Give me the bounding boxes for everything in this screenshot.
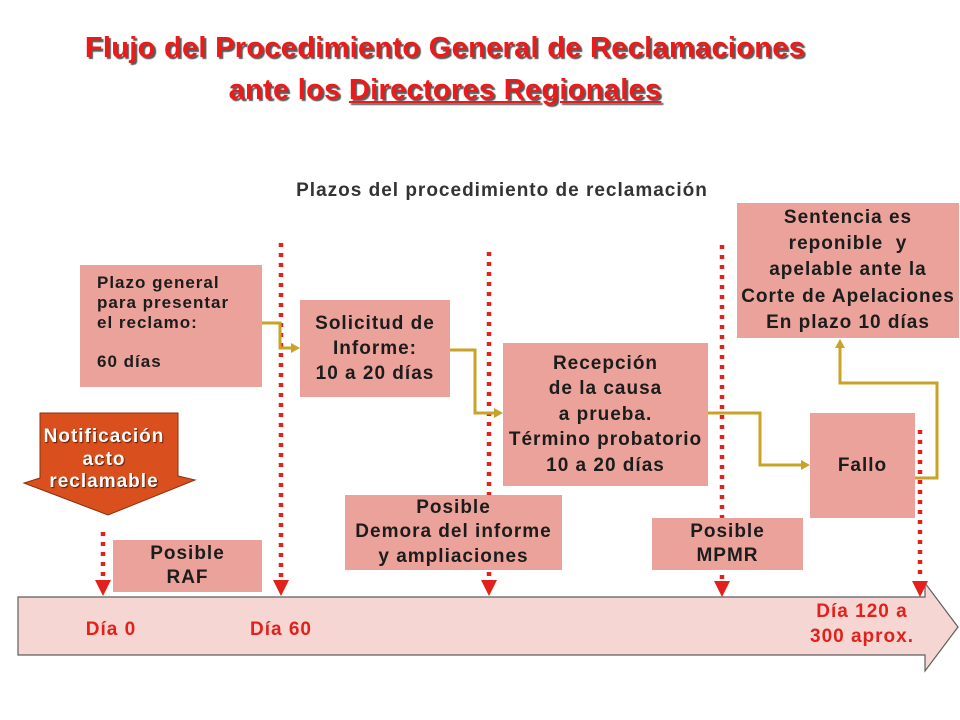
notification-text-line: reclamable — [49, 471, 159, 492]
stage-label: Fallo — [837, 455, 888, 476]
stage-text-line: Término probatorio — [508, 429, 703, 451]
marker-arrowhead-mpmr — [714, 581, 730, 597]
stage-text-line: Corte de Apelaciones — [741, 285, 955, 307]
stage-box-sentencia: Sentencia es reponible y apelable ante l… — [737, 203, 959, 338]
notification-text-line: Notificación — [43, 426, 165, 447]
notification-arrow-shape — [22, 412, 197, 516]
title-line-2-prefix: ante los — [228, 74, 349, 106]
timeline-label-day-60: Día 60 — [250, 619, 312, 640]
connector-plazo-to-solicitud — [262, 321, 292, 350]
stage-text-line: el reclamo: — [97, 313, 198, 332]
possible-event-raf: Posible RAF — [113, 540, 262, 592]
stage-box-solicitud-informe: Solicitud de Informe: 10 a 20 días — [300, 300, 450, 397]
marker-arrowhead-informe — [481, 580, 497, 596]
stage-text-line: reponible y — [788, 233, 908, 255]
event-text-line: Posible — [150, 543, 225, 564]
stage-duration: 60 días — [97, 352, 162, 371]
stage-box-recepcion-prueba: Recepción de la causa a prueba. Término … — [503, 343, 708, 486]
event-text-line: y ampliaciones — [378, 545, 529, 567]
timeline-arrow — [17, 581, 959, 673]
possible-event-mpmr: Posible MPMR — [652, 518, 803, 570]
marker-arrowhead-day-0 — [95, 580, 111, 596]
marker-arrowhead-day-60 — [273, 580, 289, 596]
stage-box-fallo: Fallo — [810, 413, 915, 518]
diagram-subtitle: Plazos del procedimiento de reclamación — [296, 180, 708, 201]
stage-text-line: a prueba. — [558, 403, 653, 425]
notification-text-line: acto — [82, 448, 126, 470]
event-text-line: Demora del informe — [355, 521, 552, 543]
timeline-label-day-end: Día 120 a 300 aprox. — [802, 599, 922, 649]
timeline-label-day-0: Día 0 — [85, 619, 137, 640]
stage-text-line: Recepción — [552, 352, 659, 374]
connector-solicitud-to-recepcion — [450, 348, 495, 415]
event-text-line: RAF — [166, 567, 209, 588]
marker-arrowhead-end — [912, 581, 928, 597]
connector-fallo-to-sentencia — [838, 347, 939, 480]
timeline-label-line: 300 aprox. — [810, 626, 914, 647]
event-text-line: MPMR — [696, 545, 759, 566]
stage-text-line: de la causa — [548, 378, 663, 400]
stage-text-line: Sentencia es — [783, 206, 913, 228]
stage-text-line: Informe: — [333, 338, 417, 359]
timeline-label-line: Día 120 a — [816, 601, 908, 622]
page-title: Flujo del Procedimiento General de Recla… — [0, 27, 890, 111]
stage-text-line: para presentar — [97, 293, 230, 312]
stage-text-line: Plazo general — [97, 273, 220, 292]
possible-event-demora: Posible Demora del informe y ampliacione… — [345, 495, 562, 570]
title-line-2-underlined: Directores Regionales — [348, 74, 662, 106]
stage-box-plazo-general: Plazo general para presentar el reclamo:… — [80, 265, 262, 387]
stage-text-line: Solicitud de — [315, 313, 435, 334]
notification-label: Notificación acto reclamable — [24, 426, 184, 494]
stage-text-line: apelable ante la — [769, 259, 927, 281]
stage-text-line: 10 a 20 días — [315, 363, 435, 384]
stage-text-line: 10 a 20 días — [546, 454, 665, 476]
stage-text-line: En plazo 10 días — [766, 311, 930, 333]
connector-arrowhead-solicitud — [291, 343, 300, 353]
connector-arrowhead-recepcion — [494, 408, 503, 418]
event-text-line: Posible — [690, 521, 765, 542]
connector-arrowhead-sentencia — [835, 339, 845, 348]
connector-arrowhead-fallo — [801, 460, 810, 470]
connector-recepcion-to-fallo — [708, 411, 802, 467]
title-line-1: Flujo del Procedimiento General de Recla… — [84, 32, 806, 64]
event-text-line: Posible — [416, 496, 491, 518]
title-line-2: ante los Directores Regionales — [0, 69, 890, 111]
